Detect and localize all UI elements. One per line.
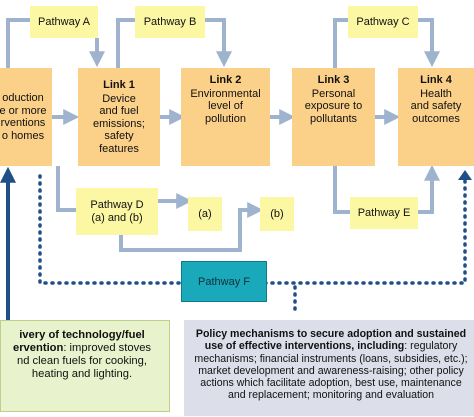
policy-heading: Policy mechanisms to secure adoption and… bbox=[195, 328, 467, 353]
policy-box: Policy mechanisms to secure adoption and… bbox=[184, 320, 474, 416]
pathway-c-box: Pathway C bbox=[348, 6, 418, 38]
link3-line-3: pollutants bbox=[309, 112, 358, 125]
pathway-d-a-label: (a) bbox=[198, 207, 212, 220]
arrow-pathway-a-start bbox=[6, 18, 30, 68]
arrow-pathway-c-start bbox=[333, 18, 348, 68]
pathway-d-a-box: (a) bbox=[188, 197, 222, 231]
delivery-box: ivery of technology/fuel ervention: impr… bbox=[0, 320, 170, 412]
intervention-line-3: rventions bbox=[0, 117, 46, 129]
link4-line-1: Health bbox=[420, 87, 452, 100]
pathway-d-label: Pathway D bbox=[90, 199, 144, 211]
link3-box: Link 3 Personal exposure to pollutants bbox=[292, 68, 375, 166]
link4-box: Link 4 Health and safety outcomes bbox=[398, 68, 474, 166]
link2-line-1: Environmental bbox=[190, 87, 261, 100]
arrow-pathway-e-start bbox=[333, 166, 350, 214]
intervention-line-1: oduction bbox=[2, 92, 44, 104]
link2-line-2: level of bbox=[208, 100, 243, 112]
pathway-d-b-label: (b) bbox=[270, 207, 284, 220]
pathway-d-box: Pathway D (a) and (b) bbox=[76, 188, 158, 235]
link2-line-3: pollution bbox=[205, 112, 246, 125]
policy-text: : regulatory mechanisms; financial instr… bbox=[194, 340, 468, 402]
link1-line-2: and fuel bbox=[99, 105, 139, 117]
delivery-line-4: heating and lighting. bbox=[31, 368, 133, 380]
pathway-d-b-box: (b) bbox=[260, 197, 294, 231]
link2-title: Link 2 bbox=[209, 74, 242, 86]
pathway-f-box: Pathway F bbox=[181, 261, 267, 302]
link1-box: Link 1 Device and fuel emissions; safety… bbox=[78, 68, 160, 166]
arrow-pathway-b-start bbox=[116, 18, 135, 68]
link3-title: Link 3 bbox=[317, 74, 350, 86]
intervention-line-2: e or more bbox=[0, 104, 47, 117]
dotted-pathway-f-path bbox=[263, 176, 467, 285]
pathway-c-label: Pathway C bbox=[356, 15, 410, 28]
arrow-pathway-e-end bbox=[417, 164, 440, 214]
delivery-line-3: nd clean fuels for cooking, bbox=[17, 355, 147, 367]
link1-line-4: safety bbox=[104, 130, 134, 142]
delivery-text-2: : improved stoves bbox=[63, 342, 152, 354]
intervention-line-4: o homes bbox=[1, 129, 45, 142]
dotted-arrowhead bbox=[458, 170, 472, 180]
link2-box: Link 2 Environmental level of pollution bbox=[181, 68, 270, 166]
pathway-f-label: Pathway F bbox=[198, 275, 250, 288]
link4-line-2: and safety bbox=[410, 100, 462, 112]
pathway-b-box: Pathway B bbox=[135, 6, 205, 38]
intervention-box: oduction e or more rventions o homes bbox=[0, 68, 52, 166]
pathway-a-box: Pathway A bbox=[30, 6, 98, 38]
link1-line-5: features bbox=[99, 142, 139, 155]
pathway-b-label: Pathway B bbox=[143, 15, 197, 28]
link1-line-1: Device bbox=[102, 92, 136, 105]
link4-line-3: outcomes bbox=[412, 112, 460, 125]
link1-title: Link 1 bbox=[103, 79, 135, 91]
pathway-d-sublabel: (a) and (b) bbox=[91, 211, 143, 224]
pathway-e-box: Pathway E bbox=[350, 197, 418, 229]
link1-line-3: emissions; bbox=[93, 117, 145, 130]
arrow-pathway-c-end bbox=[417, 18, 440, 68]
link3-line-2: exposure to bbox=[304, 100, 363, 112]
delivery-bold-1: ivery of technology/fuel bbox=[19, 329, 145, 341]
pathway-e-label: Pathway E bbox=[357, 206, 411, 219]
link3-line-1: Personal bbox=[311, 87, 356, 100]
link4-title: Link 4 bbox=[420, 74, 452, 86]
pathway-a-label: Pathway A bbox=[38, 15, 90, 28]
delivery-bold-2: ervention bbox=[12, 342, 64, 354]
arrow-pathway-d-start bbox=[56, 166, 76, 212]
